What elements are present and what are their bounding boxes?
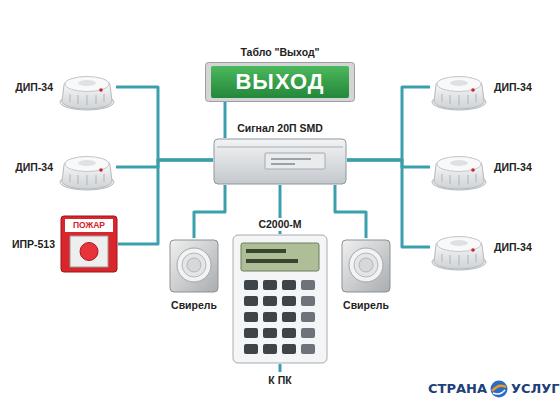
watermark: СТРАНА УСЛУГ (428, 379, 560, 399)
siren-art (340, 238, 392, 294)
smoke-detector-art (58, 58, 116, 116)
siren-art (168, 238, 220, 294)
node-label: ДИП-34 (492, 161, 534, 174)
watermark-text: СТРАНА (428, 380, 487, 398)
watermark-text: УСЛУГ (511, 380, 560, 398)
note-label: К ПК (266, 374, 293, 387)
smoke-detector: ДИП-34 (58, 138, 116, 196)
node-label: Свирель (341, 299, 391, 312)
manual-call-point: ИПР-513ПОЖАР (60, 215, 118, 273)
smoke-detector: ДИП-34 (58, 58, 116, 116)
smoke-detector: ДИП-34 (430, 218, 488, 276)
pc-lead (279, 364, 282, 372)
signal-wire (224, 102, 227, 138)
exit-sign: Табло "Выход"ВЫХОД (205, 62, 355, 102)
control-unit-art (213, 138, 347, 185)
control-unit: Сигнал 20П SMD (213, 138, 347, 185)
node-text: ВЫХОД (235, 69, 324, 95)
smoke-detector-art (58, 138, 116, 196)
node-label: Табло "Выход" (238, 46, 321, 59)
signal-wire (118, 160, 213, 244)
smoke-detector-art (430, 138, 488, 196)
node-label: ДИП-34 (492, 81, 534, 94)
smoke-detector-art (430, 58, 488, 116)
siren: Свирель (168, 238, 220, 294)
signal-wire (347, 160, 430, 247)
node-label: ДИП-34 (13, 81, 55, 94)
signal-wire (347, 87, 430, 160)
smoke-detector: ДИП-34 (430, 138, 488, 196)
node-label: ДИП-34 (13, 161, 55, 174)
node-label: Сигнал 20П SMD (235, 122, 325, 135)
smoke-detector-art (430, 218, 488, 276)
siren: Свирель (340, 238, 392, 294)
keypad-art (232, 234, 328, 364)
smoke-detector: ДИП-34 (430, 58, 488, 116)
node-label: ИПР-513 (10, 238, 57, 251)
node-label: С2000-М (256, 218, 303, 231)
node-label: Свирель (169, 299, 219, 312)
signal-wire (194, 185, 225, 238)
node-text: ПОЖАР (66, 220, 112, 231)
signal-wire (116, 87, 213, 160)
keypad: С2000-М (232, 234, 328, 364)
node-label: ДИП-34 (492, 241, 534, 254)
signal-wire (335, 185, 366, 238)
watermark-icon (489, 379, 509, 399)
